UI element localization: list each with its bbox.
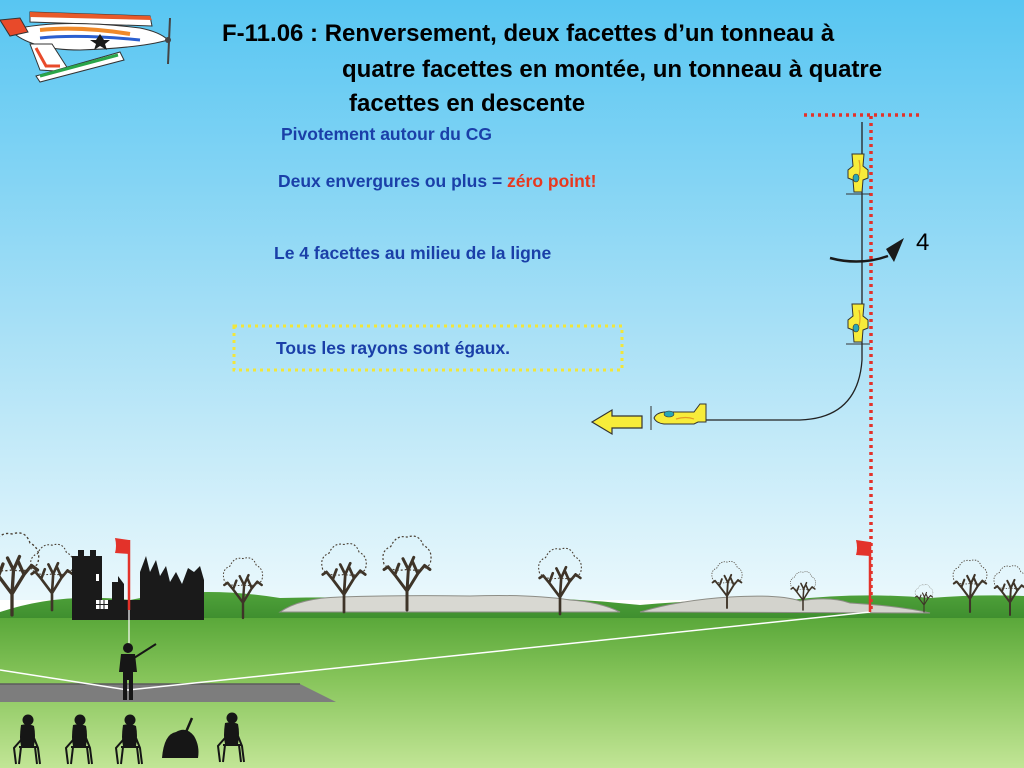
model-plane-icon <box>650 403 707 430</box>
direction-arrow-icon <box>590 408 643 436</box>
aerobatic-plane-logo <box>0 11 171 83</box>
slide-title-line-3: facettes en descente <box>349 90 586 117</box>
sight-line <box>0 669 129 691</box>
pivot-note: Pivotement autour du CG <box>281 124 492 144</box>
runway <box>0 684 336 702</box>
middle-line-note: Le 4 facettes au milieu de la ligne <box>274 243 552 263</box>
radius-note-box <box>232 324 624 372</box>
roll-count-label: 4 <box>916 229 930 256</box>
judge-silhouette <box>162 717 199 758</box>
rocky-outcrop <box>278 595 621 613</box>
slide-title-line-2: quatre facettes en montée, un tonneau à … <box>342 56 883 83</box>
pilot-silhouette <box>119 643 157 700</box>
radius-note: Tous les rayons sont égaux. <box>276 338 511 358</box>
roll-arrow-icon <box>829 254 889 263</box>
sight-line <box>127 611 871 691</box>
wingspan-note-text: Deux envergures ou plus = <box>278 171 508 191</box>
zero-point-penalty: zéro point! <box>507 171 597 191</box>
judges-row <box>13 711 245 765</box>
wingspan-note: Deux envergures ou plus = zéro point! <box>278 171 596 192</box>
roll-arrow-head <box>886 238 904 262</box>
sky <box>0 0 1024 600</box>
castle-windows <box>96 574 108 609</box>
rocky-outcrop <box>639 595 931 614</box>
flight-path <box>706 122 863 421</box>
slide-title-line-1: F-11.06 : Renversement, deux facettes d’… <box>222 20 835 47</box>
